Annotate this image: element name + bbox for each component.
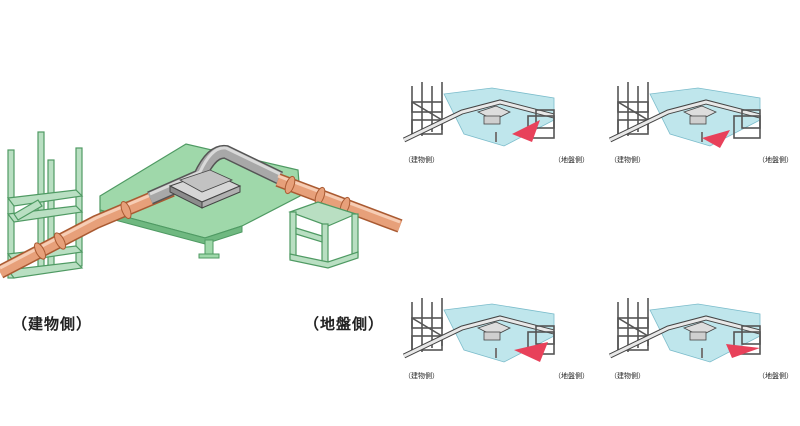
panel-2-label-building: （建物側） (610, 155, 645, 164)
panel-4-label-building: （建物側） (610, 371, 645, 380)
panel-1-label-ground: （地盤側） (554, 155, 589, 164)
panel-3-label-ground: （地盤側） (554, 371, 589, 380)
main-figure: （建物側） （地盤側） (0, 131, 403, 333)
panel-2: （建物側） （地盤側） (610, 82, 793, 164)
building-frame (6, 131, 84, 279)
panel-2-label-ground: （地盤側） (758, 155, 793, 164)
panel-4-label-ground: （地盤側） (758, 371, 793, 380)
center-device (168, 169, 242, 209)
panel-3: （建物側） （地盤側） (404, 298, 589, 380)
panel-3-label-building: （建物側） (404, 371, 439, 380)
ground-frame (288, 201, 359, 269)
panel-4: （建物側） （地盤側） (610, 298, 793, 380)
main-label-ground: （地盤側） (304, 315, 384, 333)
arrow-4 (726, 344, 760, 358)
arrow-3 (514, 342, 548, 362)
panel-1: （建物側） （地盤側） (404, 82, 589, 164)
main-label-building: （建物側） (12, 315, 92, 333)
arrow-1 (512, 120, 540, 142)
panel-1-label-building: （建物側） (404, 155, 439, 164)
arrow-2 (702, 130, 730, 148)
